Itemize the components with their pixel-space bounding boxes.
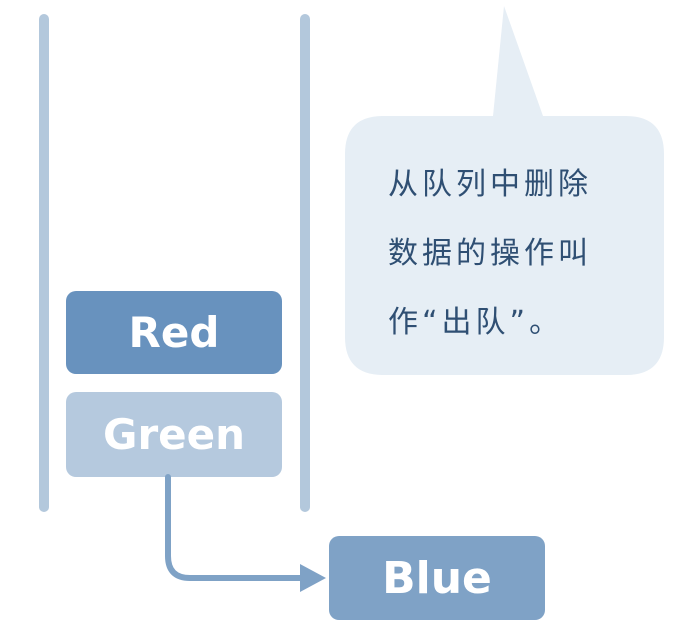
- speech-bubble-line-2: 数据的操作叫: [388, 236, 592, 271]
- dequeue-arrow-head: [300, 564, 326, 592]
- queue-item-green: Green: [66, 392, 282, 477]
- queue-right-wall: [300, 14, 310, 512]
- speech-bubble-line-1: 从队列中删除: [388, 167, 592, 202]
- speech-bubble-line-3: 作“出队”。: [388, 305, 564, 340]
- queue-item-label: Red: [128, 308, 220, 357]
- queue-left-wall: [39, 14, 49, 512]
- queue-item-red: Red: [66, 291, 282, 374]
- dequeue-arrow-line: [165, 474, 305, 581]
- dequeued-item-blue: Blue: [329, 536, 545, 620]
- queue-item-label: Green: [102, 410, 246, 459]
- speech-bubble-text: 从队列中删除 数据的操作叫 作“出队”。: [388, 150, 638, 357]
- dequeued-item-label: Blue: [382, 552, 492, 604]
